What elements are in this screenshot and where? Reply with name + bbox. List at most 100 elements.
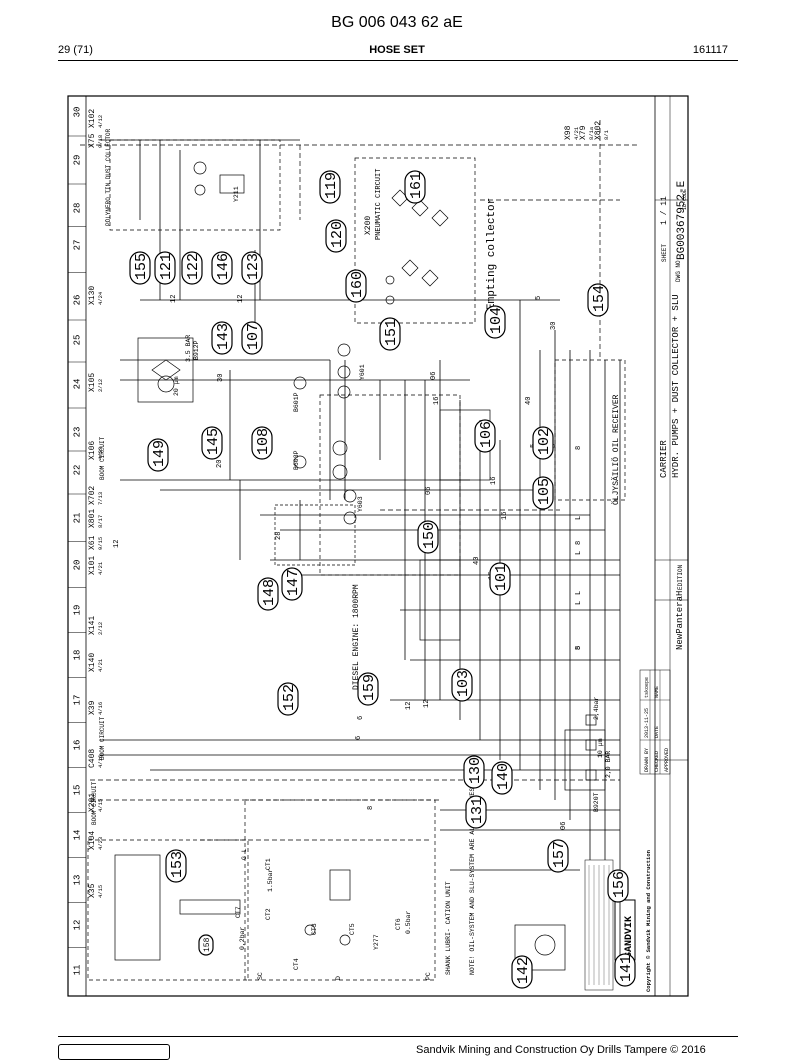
dwg-no-label: DWG NO: [675, 260, 682, 282]
component-symbols: [151, 161, 597, 956]
svg-text:130: 130: [467, 757, 484, 784]
connector-ref: 4/16: [97, 755, 104, 768]
svg-text:107: 107: [245, 323, 262, 350]
footer-copyright: Sandvik Mining and Construction Oy Drill…: [416, 1044, 706, 1056]
svg-text:145: 145: [205, 428, 222, 455]
svg-text:146: 146: [215, 253, 232, 280]
connector-x702: X702: [88, 486, 97, 505]
svg-text:108: 108: [255, 428, 272, 455]
hose-149: 149: [147, 438, 169, 472]
grid-ticks: [68, 135, 86, 948]
hose-131: 131: [465, 795, 487, 829]
line-number: 40: [473, 557, 481, 565]
svg-text:161: 161: [408, 172, 425, 199]
line-number: 30: [550, 322, 558, 330]
ct6-label: CT6: [395, 918, 402, 930]
svg-text:151: 151: [383, 319, 400, 346]
connector-ref: 8/1: [603, 129, 610, 140]
drawn-by-label: DRAWN BY: [644, 748, 650, 772]
boom-circuit-b: BOOM CIRCUIT: [99, 436, 106, 480]
svg-text:106: 106: [478, 421, 495, 448]
header-rule: [58, 60, 738, 61]
pc-label: PC: [425, 972, 432, 980]
connector-ref: 4/24: [97, 291, 104, 305]
connector-x801: X801: [88, 509, 97, 528]
hose-158: 158: [198, 934, 214, 956]
circuit-text: PÖLYNERO TIN DUST COLLECTOR PNEUMATIC CI…: [91, 128, 621, 975]
date-label: DATE: [654, 726, 660, 738]
lubricator-box: [114, 854, 161, 961]
svg-text:153: 153: [169, 851, 186, 878]
hose-156: 156: [607, 869, 629, 903]
ct3-label: CT3: [311, 923, 318, 935]
grid-number: 16: [72, 740, 82, 751]
shank-lube-box: [87, 839, 249, 981]
connector-x79: X79: [579, 125, 588, 140]
pneumatic-valves: [391, 189, 449, 287]
grid-number: 13: [72, 875, 82, 886]
svg-text:154: 154: [591, 285, 608, 312]
hose-106: 106: [474, 419, 496, 453]
connector-ref: 4/21: [97, 561, 104, 575]
svg-text:102: 102: [536, 428, 553, 455]
note-oil-label: NOTE! OIL-SYSTEM AND SLU-SYSTEM ARE ALTE…: [469, 788, 476, 975]
line-number: 12: [113, 540, 121, 548]
diesel-engine-label: DIESEL ENGINE: 1800RPM: [352, 584, 361, 690]
grid-number: 11: [72, 965, 82, 976]
hose-141: 141: [614, 953, 636, 987]
svg-text:101: 101: [493, 564, 510, 591]
line-number: 6: [355, 736, 363, 740]
line-number: 12: [423, 700, 431, 708]
ct4-label: CT4: [293, 958, 300, 970]
grid-number: 26: [72, 295, 82, 306]
footer-logo: [58, 1044, 170, 1060]
um-20-label: 20 µm: [173, 376, 180, 396]
hose-104: 104: [484, 305, 506, 339]
svg-text:141: 141: [618, 955, 635, 982]
connector-ref: 7/13: [97, 492, 104, 505]
line-number: 12: [170, 295, 178, 303]
bar-20-label: 2,0 BAR: [605, 751, 612, 778]
line-number: 5: [550, 444, 558, 448]
drawn-date: 2013-11-25: [644, 708, 650, 738]
oil-receiver-box: [554, 359, 626, 501]
line-number: 28: [275, 532, 283, 540]
b601p-label: B601P: [293, 392, 300, 412]
line-number: 12: [237, 295, 245, 303]
connector-x105: X105: [88, 373, 97, 392]
grid-number: 20: [72, 560, 82, 571]
svg-text:123: 123: [245, 253, 262, 280]
connector-x75: X75: [88, 133, 97, 148]
line-number: 8: [575, 446, 583, 450]
pneumatic-box: [354, 157, 476, 324]
dust-collector-label: PÖLYNERO TIN DUST COLLECTOR: [105, 128, 112, 226]
hose-140: 140: [491, 761, 513, 795]
pump-box: [274, 504, 356, 566]
svg-text:119: 119: [323, 172, 340, 199]
sandvik-copyright: Copyright © Sandvik Mining and Construct…: [645, 850, 652, 992]
grid-number: 29: [72, 155, 82, 166]
line-number: 8: [575, 541, 583, 545]
connector-ref: 4/23: [97, 837, 104, 850]
hose-123: 123: [241, 251, 263, 285]
hose-107: 107: [241, 321, 263, 355]
hose-155: 155: [129, 251, 151, 285]
svg-text:156: 156: [611, 871, 628, 898]
svg-text:120: 120: [329, 221, 346, 248]
connector-x61: X61: [88, 535, 97, 550]
connector-ref: 4/21: [573, 126, 580, 140]
svg-text:140: 140: [495, 763, 512, 790]
boom-circuit-a: BOOM CIRCUIT: [91, 781, 98, 825]
svg-text:142: 142: [515, 957, 532, 984]
grid-number: 28: [72, 203, 82, 214]
b920t-label: B920T: [593, 792, 600, 812]
grid-number: 30: [72, 107, 82, 118]
hose-161: 161: [404, 170, 426, 204]
filter-box: [137, 337, 194, 403]
line-number: L: [575, 551, 583, 555]
page-number: 29 (71): [58, 44, 93, 56]
sandvik-logo: SANDVIK: [624, 916, 635, 958]
